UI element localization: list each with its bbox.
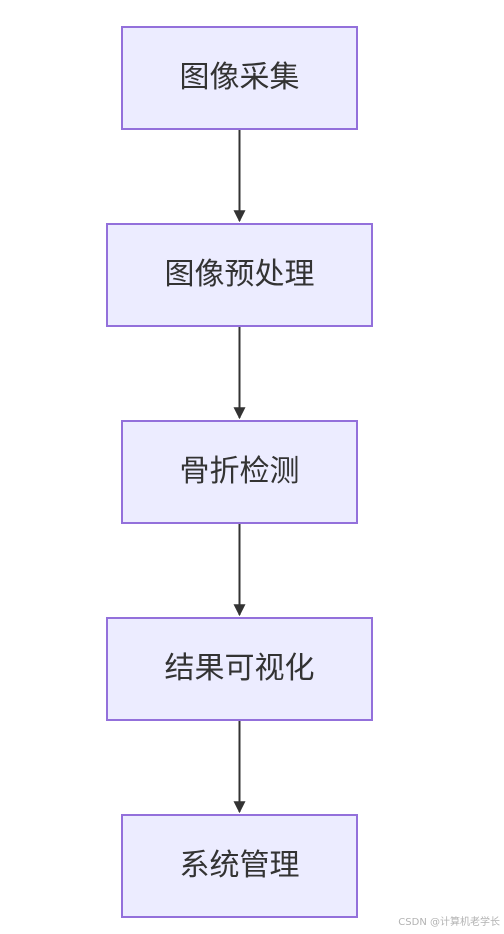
node-label: 系统管理 (179, 848, 300, 883)
node-image-preprocessing: 图像预处理 (106, 223, 373, 327)
node-label: 结果可视化 (164, 651, 315, 686)
node-result-visualization: 结果可视化 (106, 617, 373, 721)
node-label: 骨折检测 (179, 454, 300, 489)
node-label: 图像预处理 (164, 257, 315, 292)
node-label: 图像采集 (179, 60, 300, 95)
watermark: CSDN @计算机老学长 (398, 917, 500, 928)
node-system-management: 系统管理 (121, 814, 358, 918)
node-image-acquisition: 图像采集 (121, 26, 358, 130)
node-fracture-detection: 骨折检测 (121, 420, 358, 524)
